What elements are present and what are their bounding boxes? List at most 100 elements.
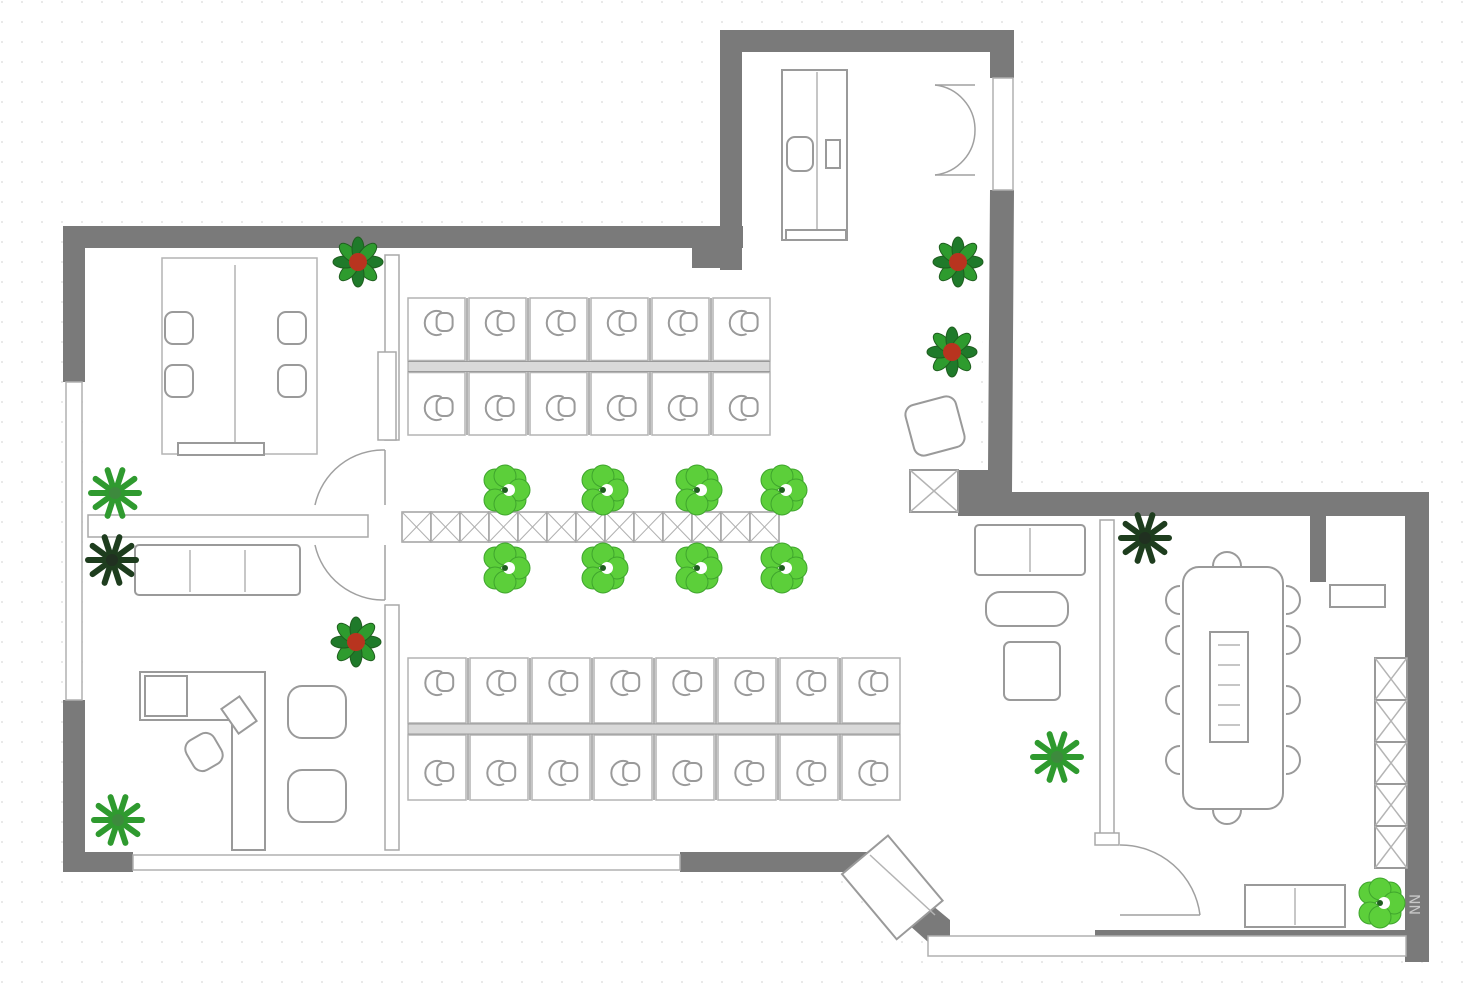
desk-icon bbox=[779, 657, 839, 801]
desk-icon bbox=[468, 297, 527, 436]
chair-icon bbox=[672, 670, 703, 696]
office-bottom-left bbox=[139, 671, 347, 851]
desk-icon bbox=[717, 657, 777, 801]
chair-icon bbox=[728, 395, 759, 421]
chair-icon bbox=[423, 395, 454, 421]
wall-icon bbox=[1405, 492, 1429, 962]
desk-spine bbox=[407, 361, 771, 372]
desk-icon bbox=[407, 297, 466, 436]
desk-spine bbox=[407, 723, 901, 735]
windows bbox=[65, 77, 1407, 957]
wall-icon bbox=[1095, 930, 1428, 936]
chair-icon bbox=[610, 670, 641, 696]
wall-icon bbox=[720, 30, 1014, 52]
sofa-icon bbox=[974, 524, 1086, 576]
plant-icon bbox=[675, 464, 723, 516]
chair-icon bbox=[667, 310, 698, 336]
desk-icon bbox=[655, 657, 715, 801]
chair-icon bbox=[548, 670, 579, 696]
plant-icon bbox=[760, 542, 808, 594]
plant-icon bbox=[675, 542, 723, 594]
chair-icon bbox=[786, 136, 841, 172]
desk-icon bbox=[407, 657, 467, 801]
storage-cabinet-icon bbox=[1374, 657, 1408, 869]
wall-icon bbox=[692, 240, 742, 268]
office-top-left bbox=[161, 257, 318, 456]
wall-icon bbox=[958, 492, 1428, 516]
desk-icon bbox=[712, 297, 771, 436]
desk-icon bbox=[531, 657, 591, 801]
chair-icon bbox=[728, 310, 759, 336]
desk-icon bbox=[139, 671, 266, 851]
chair-icon bbox=[858, 670, 889, 696]
chair-icon bbox=[486, 670, 517, 696]
wall-icon bbox=[958, 190, 1014, 492]
plant-icon bbox=[1030, 731, 1084, 783]
plant-icon bbox=[1118, 512, 1172, 564]
plant-icon bbox=[483, 542, 531, 594]
chair-icon bbox=[184, 685, 347, 823]
chair-icon bbox=[610, 760, 641, 786]
walls bbox=[63, 30, 1429, 962]
chair-icon bbox=[484, 395, 515, 421]
chair-icon bbox=[486, 760, 517, 786]
wall-icon bbox=[990, 30, 1014, 78]
chair-icon bbox=[1003, 641, 1061, 701]
chair-icon bbox=[672, 760, 703, 786]
top-room bbox=[781, 69, 966, 513]
chair-icon bbox=[667, 395, 698, 421]
desk-icon bbox=[593, 657, 653, 801]
chair-icon bbox=[1165, 551, 1301, 825]
chair-icon bbox=[545, 395, 576, 421]
plant-icon bbox=[1358, 877, 1406, 929]
wall-icon bbox=[1310, 512, 1326, 582]
plant-icon bbox=[88, 467, 142, 519]
chair-icon bbox=[796, 670, 827, 696]
chair-icon bbox=[734, 670, 765, 696]
plant-icon bbox=[581, 464, 629, 516]
wall-icon bbox=[63, 226, 743, 248]
plant-icon bbox=[85, 534, 139, 586]
desk-icon bbox=[841, 657, 901, 801]
wall-icon bbox=[680, 852, 860, 872]
plant-icon bbox=[581, 542, 629, 594]
plant-icon bbox=[926, 326, 978, 378]
open-workspace-top bbox=[407, 297, 771, 436]
storage-cabinet-icon bbox=[909, 469, 959, 513]
desk-icon bbox=[651, 297, 710, 436]
open-workspace-bottom bbox=[407, 657, 901, 801]
chair-icon bbox=[423, 310, 454, 336]
chair-icon bbox=[606, 310, 637, 336]
floor-area bbox=[85, 52, 1405, 942]
chair-icon bbox=[858, 760, 889, 786]
wall-icon bbox=[63, 852, 133, 872]
desk-icon bbox=[529, 297, 588, 436]
lounge bbox=[840, 524, 1086, 941]
watermark: NN bbox=[1408, 894, 1424, 915]
chair-icon bbox=[484, 310, 515, 336]
plant-icon bbox=[91, 794, 145, 846]
chair-icon bbox=[796, 760, 827, 786]
meeting-room bbox=[1165, 551, 1408, 928]
plant-icon bbox=[932, 236, 984, 288]
chair-icon bbox=[548, 760, 579, 786]
sofa-icon bbox=[134, 544, 301, 596]
reception-corridor bbox=[134, 511, 780, 596]
interior-partitions bbox=[87, 254, 1120, 851]
chair-icon bbox=[734, 760, 765, 786]
storage-cabinet-icon bbox=[840, 834, 945, 941]
sofa-icon bbox=[1244, 884, 1346, 928]
wall-icon bbox=[63, 700, 85, 872]
chair-icon bbox=[424, 760, 455, 786]
conference-table-icon bbox=[1182, 566, 1284, 810]
desk-icon bbox=[469, 657, 529, 801]
plants bbox=[85, 236, 1406, 929]
plant-icon bbox=[330, 616, 382, 668]
chair-icon bbox=[164, 311, 307, 398]
door-swing-icon bbox=[314, 84, 1201, 916]
chair-icon bbox=[606, 395, 637, 421]
chair-icon bbox=[424, 670, 455, 696]
chair-icon bbox=[545, 310, 576, 336]
plant-icon bbox=[760, 464, 808, 516]
